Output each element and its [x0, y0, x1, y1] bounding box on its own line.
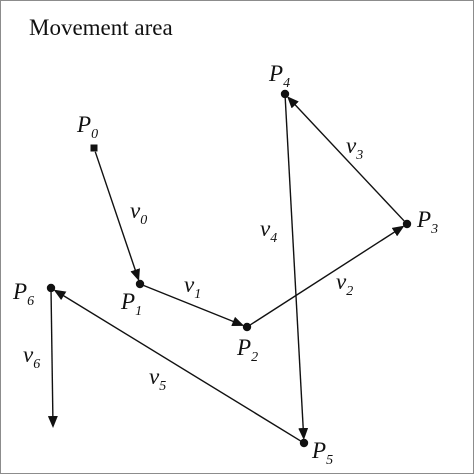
vector-v4-label-subscript: 4 — [270, 231, 277, 246]
vector-v1-label-subscript: 1 — [194, 287, 201, 302]
point-p0-label: P0 — [76, 112, 98, 142]
points-layer — [46, 89, 412, 448]
vector-v4-label-symbol: v — [260, 216, 271, 241]
vector-v4-label: v4 — [260, 216, 277, 246]
point-p5-marker — [299, 438, 309, 448]
point-p2-marker — [242, 322, 252, 332]
point-p0-label-symbol: P — [76, 112, 91, 137]
point-p2-label-symbol: P — [236, 335, 251, 360]
vector-v5-label-symbol: v — [149, 364, 160, 389]
point-p0-label-subscript: 0 — [91, 127, 98, 142]
vector-v4-arrow — [284, 97, 309, 441]
point-p5-label: P5 — [311, 438, 333, 468]
vector-v0-arrow — [94, 151, 140, 282]
vector-v2-label: v2 — [336, 269, 353, 299]
vector-v3-arrow — [287, 96, 405, 222]
point-p3-label: P3 — [416, 207, 438, 237]
vector-v0-label-subscript: 0 — [140, 213, 147, 228]
vector-v6-label-subscript: 6 — [33, 357, 40, 372]
vector-v5-label: v5 — [149, 364, 166, 394]
vector-v5-arrow — [53, 289, 301, 442]
vector-v1-label-symbol: v — [184, 272, 195, 297]
vector-v0-label-symbol: v — [130, 198, 141, 223]
vector-v6-arrow — [47, 291, 58, 428]
point-p6-marker — [46, 283, 56, 293]
point-p1-marker — [135, 279, 145, 289]
point-p3-marker — [402, 219, 412, 229]
point-p4-label-subscript: 4 — [283, 76, 290, 91]
vector-v2-label-subscript: 2 — [346, 284, 353, 299]
point-p4-label-symbol: P — [268, 61, 283, 86]
vector-v6-label: v6 — [23, 342, 40, 372]
point-p1-label-subscript: 1 — [135, 304, 142, 319]
vector-v5-label-subscript: 5 — [159, 379, 166, 394]
vector-v3-label-subscript: 3 — [355, 148, 363, 163]
point-p0-marker — [90, 144, 98, 152]
point-p5-label-symbol: P — [311, 438, 326, 463]
point-p4-marker — [280, 89, 290, 99]
vector-v3-label-symbol: v — [346, 133, 357, 158]
diagram-title: Movement area — [29, 15, 173, 40]
point-p6-label: P6 — [12, 279, 34, 309]
vector-v3-label: v3 — [346, 133, 363, 163]
vector-v2-arrow — [249, 225, 405, 326]
point-p3-label-subscript: 3 — [430, 222, 438, 237]
point-p5-label-subscript: 5 — [326, 453, 333, 468]
vectors-layer — [47, 96, 405, 442]
point-p1-label-symbol: P — [120, 289, 135, 314]
vector-v0-label: v0 — [130, 198, 147, 228]
vector-v1-label: v1 — [184, 272, 201, 302]
point-p6-label-symbol: P — [12, 279, 27, 304]
point-p3-label-symbol: P — [416, 207, 431, 232]
vector-v2-label-symbol: v — [336, 269, 347, 294]
point-p4-label: P4 — [268, 61, 290, 91]
point-p6-label-subscript: 6 — [27, 294, 34, 309]
vector-v1-arrow — [143, 284, 245, 327]
vector-v6-label-symbol: v — [23, 342, 34, 367]
point-p1-label: P1 — [120, 289, 142, 319]
point-p2-label: P2 — [236, 335, 258, 365]
point-p2-label-subscript: 2 — [251, 350, 258, 365]
